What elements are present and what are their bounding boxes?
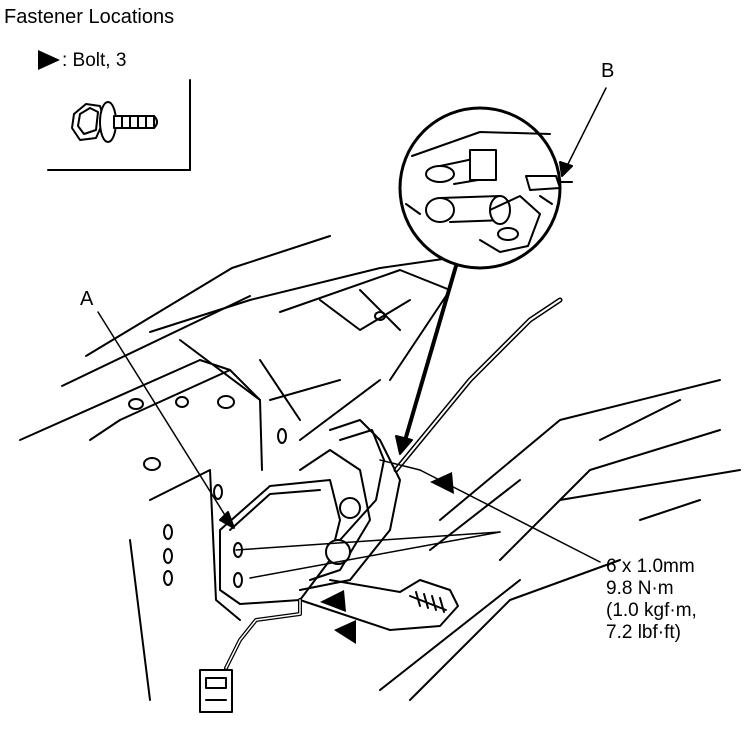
callout-a-leader: [97, 311, 235, 529]
detail-leader: [395, 264, 458, 455]
body-holes: [128, 311, 386, 586]
torque-spec-line: (1.0 kgf·m,: [606, 600, 697, 621]
torque-spec-line: 6 x 1.0mm: [606, 556, 695, 577]
bolt-icon: [71, 101, 158, 143]
bolt-marker-2: [320, 590, 346, 612]
legend-label: : Bolt, 3: [62, 50, 127, 71]
bolt-marker-3: [334, 620, 356, 644]
page-title: Fastener Locations: [4, 6, 175, 28]
bolt-marker-1: [430, 472, 454, 494]
callout-label-b: B: [601, 60, 615, 82]
legend-frame: [47, 79, 191, 171]
hood-latch: [219, 419, 459, 631]
bolt-markers: [38, 50, 454, 644]
callout-b-leader: [559, 87, 607, 177]
torque-spec-line: 9.8 N·m: [606, 578, 674, 599]
detail-view-circle: [398, 106, 573, 270]
torque-spec-line: 7.2 lbf·ft): [606, 622, 681, 643]
callout-label-a: A: [80, 288, 94, 310]
vehicle-body-panel: [19, 235, 741, 701]
release-cable: [393, 297, 563, 473]
wire-harness: [199, 598, 302, 713]
triangle-pointer-icon: [38, 50, 60, 70]
